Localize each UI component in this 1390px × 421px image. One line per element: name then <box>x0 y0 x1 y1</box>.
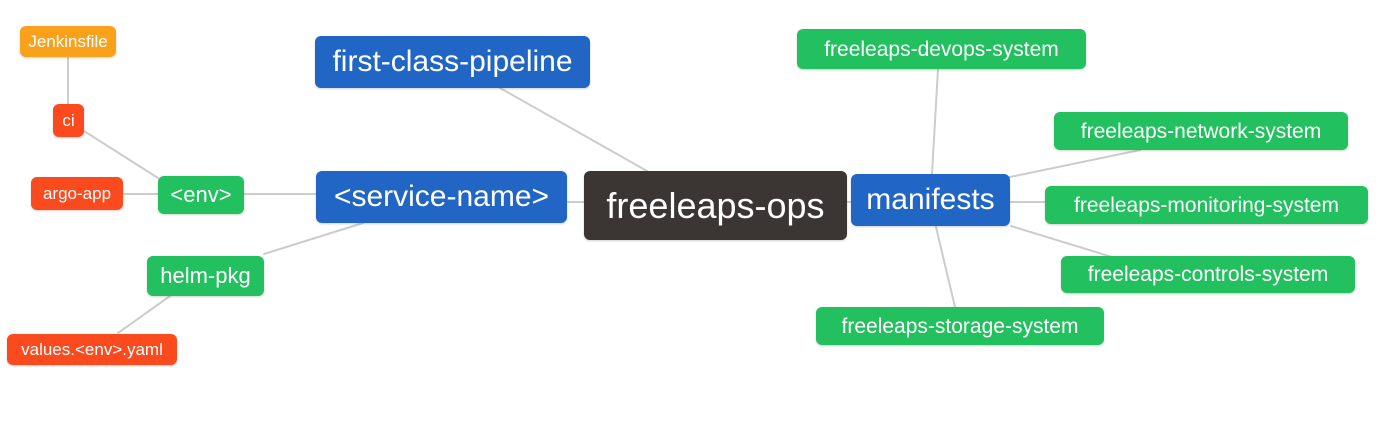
link-values-env-yaml-to-helm-pkg <box>117 295 171 334</box>
link-ci-to-env <box>83 130 159 179</box>
link-helm-pkg-to-service-name <box>263 222 364 255</box>
node-monitoring-system[interactable]: freeleaps-monitoring-system <box>1045 186 1368 224</box>
node-first-class-pipeline[interactable]: first-class-pipeline <box>315 36 590 88</box>
link-first-class-pipeline-to-freeleaps-ops <box>499 87 648 172</box>
node-devops-system[interactable]: freeleaps-devops-system <box>797 29 1086 69</box>
link-manifests-to-controls-system <box>1010 225 1113 258</box>
node-helm-pkg[interactable]: helm-pkg <box>147 256 264 296</box>
node-controls-system[interactable]: freeleaps-controls-system <box>1061 256 1355 293</box>
node-storage-system[interactable]: freeleaps-storage-system <box>816 307 1104 345</box>
link-manifests-to-network-system <box>1009 149 1141 178</box>
node-argo-app[interactable]: argo-app <box>31 177 123 210</box>
node-jenkinsfile[interactable]: Jenkinsfile <box>20 26 116 57</box>
node-freeleaps-ops[interactable]: freeleaps-ops <box>584 171 847 240</box>
node-values-env-yaml[interactable]: values.<env>.yaml <box>7 334 177 365</box>
link-manifests-to-devops-system <box>931 68 939 175</box>
node-manifests[interactable]: manifests <box>851 174 1010 226</box>
node-service-name[interactable]: <service-name> <box>316 171 567 223</box>
link-manifests-to-storage-system <box>935 226 956 308</box>
node-ci[interactable]: ci <box>53 104 84 137</box>
node-network-system[interactable]: freeleaps-network-system <box>1054 112 1348 150</box>
node-env[interactable]: <env> <box>158 176 244 214</box>
